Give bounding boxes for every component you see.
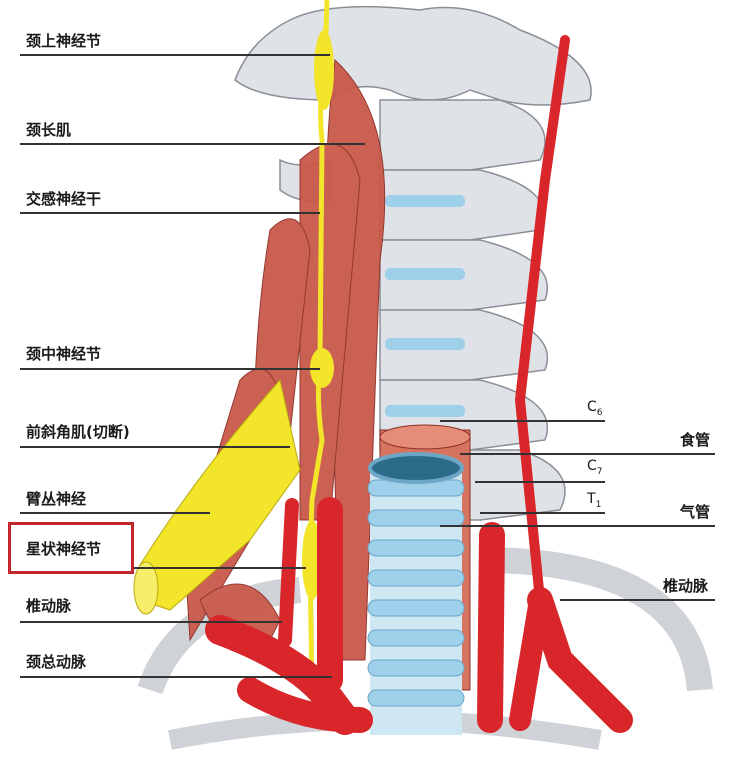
highlight-box xyxy=(8,522,134,574)
label-anterior-scalene: 前斜角肌(切断) xyxy=(26,423,130,441)
middle-cervical-ganglion xyxy=(310,348,334,388)
label-common-carotid: 颈总动脉 xyxy=(26,653,87,671)
label-stellate-ganglion: 星状神经节 xyxy=(26,540,102,558)
leader-line xyxy=(20,54,330,56)
label-trachea: 气管 xyxy=(680,503,711,521)
leader-line xyxy=(475,481,605,483)
esophagus-cut-end xyxy=(379,424,471,450)
label-vertebral-artery-right: 椎动脉 xyxy=(663,577,709,595)
label-t1: T1 xyxy=(587,491,602,510)
label-c6: C6 xyxy=(587,399,603,418)
leader-line xyxy=(480,512,605,514)
label-superior-cervical-ganglion: 颈上神经节 xyxy=(26,32,102,50)
leader-line xyxy=(20,512,210,514)
arteries xyxy=(205,35,633,735)
leader-line xyxy=(20,621,282,623)
superior-cervical-ganglion xyxy=(314,30,334,110)
label-brachial-plexus: 臂丛神经 xyxy=(26,490,87,508)
label-middle-cervical-ganglion: 颈中神经节 xyxy=(26,345,102,363)
leader-line xyxy=(20,143,365,145)
trachea xyxy=(367,452,465,735)
leader-line xyxy=(134,567,306,569)
label-longus-colli: 颈长肌 xyxy=(26,121,72,139)
leader-line xyxy=(440,420,605,422)
brachial-plexus-cut-end xyxy=(133,561,159,615)
leader-line xyxy=(20,368,320,370)
intervertebral-discs xyxy=(385,195,465,417)
label-sympathetic-trunk: 交感神经干 xyxy=(26,190,102,208)
leader-line xyxy=(20,676,332,678)
leader-line xyxy=(20,212,320,214)
label-c7: C7 xyxy=(587,458,603,477)
leader-line xyxy=(440,525,715,527)
leader-line xyxy=(20,446,290,448)
leader-line xyxy=(560,599,715,601)
label-esophagus: 食管 xyxy=(680,431,711,449)
leader-line xyxy=(460,453,715,455)
label-vertebral-artery-left: 椎动脉 xyxy=(26,597,72,615)
